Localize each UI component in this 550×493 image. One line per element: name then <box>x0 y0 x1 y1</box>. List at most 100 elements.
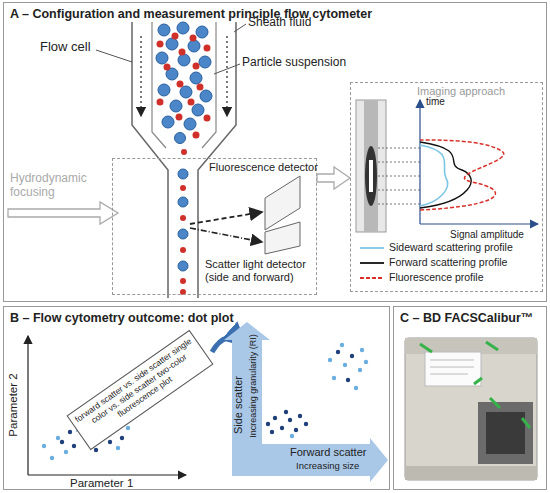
particle-red <box>157 41 164 48</box>
data-dot-light <box>50 456 54 460</box>
legend-line-sample <box>360 247 384 249</box>
axis-note: Increasing granularity (RI) <box>248 334 258 438</box>
particle-red <box>176 114 183 121</box>
particle-blue <box>158 84 170 96</box>
particle-red <box>180 247 186 253</box>
particle-blue <box>158 24 170 36</box>
projection-line <box>378 176 420 177</box>
particle-blue <box>180 86 192 98</box>
data-dot-dark <box>266 350 354 434</box>
detector-label: Fluorescence detector <box>209 161 318 174</box>
data-dot-dark <box>108 440 112 444</box>
scatter-axis-arrow <box>232 438 388 482</box>
particle-red <box>193 63 200 70</box>
data-dot-dark <box>294 428 298 432</box>
particle-blue <box>199 56 211 68</box>
data-dot-light <box>56 436 60 440</box>
data-dot-light <box>360 348 364 352</box>
box-heading: Imaging approach <box>417 85 505 98</box>
flow-cell-wall <box>132 22 236 298</box>
imaging-tube <box>356 100 386 232</box>
detector-plate <box>265 222 300 254</box>
part-label: Sheath fluid <box>248 16 311 30</box>
data-dot-light <box>116 446 120 450</box>
data-dot-dark <box>298 414 302 418</box>
data-dot-light <box>64 450 68 454</box>
particle-red <box>157 33 211 296</box>
legend-text: Fluorescence profile <box>389 271 484 283</box>
particle-red <box>164 64 171 71</box>
particle-blue <box>178 197 188 207</box>
data-dot-light <box>340 343 344 347</box>
leader-line <box>96 50 132 62</box>
instrument-photo <box>522 418 530 428</box>
data-dot-light <box>328 358 332 362</box>
panel: C – BD FACSCalibur™ <box>393 306 547 490</box>
projection-line <box>378 190 420 191</box>
instrument-photo <box>430 367 474 368</box>
instrument-photo <box>405 338 537 480</box>
data-dot-dark <box>72 444 76 448</box>
legend-line-sample <box>360 277 384 279</box>
instrument-photo <box>490 398 500 408</box>
particle-blue <box>156 52 168 64</box>
instrument-photo <box>425 352 481 386</box>
particle-blue <box>175 133 186 144</box>
particle-blue <box>178 169 188 179</box>
light-path-arrow <box>190 212 262 242</box>
legend-text: Sideward scattering profile <box>389 241 513 253</box>
data-dot-light <box>343 363 347 367</box>
scatter-axis-arrow <box>224 322 388 482</box>
particle-red <box>181 149 187 155</box>
axis-label: Side scatter <box>232 376 245 434</box>
data-dot-dark <box>273 416 277 420</box>
particle-blue <box>166 38 178 50</box>
particle-blue <box>178 261 188 271</box>
particle-red <box>204 115 211 122</box>
plot-type-box: forward scatter vs. side scatter single … <box>67 330 214 450</box>
particle-red <box>193 132 200 139</box>
data-dot-light <box>126 426 130 430</box>
signal-axis <box>420 223 538 224</box>
panel-title: B – Flow cytometry outcome: dot plot <box>10 311 234 325</box>
legend-line-sample <box>360 258 384 268</box>
data-dot-light <box>290 434 294 438</box>
imaging-tube <box>369 160 373 192</box>
data-dot-dark <box>288 418 292 422</box>
data-dot-light <box>358 368 362 372</box>
particle-red <box>179 49 186 56</box>
signal-profile <box>420 142 471 208</box>
particle-red <box>157 99 164 106</box>
data-dot-light <box>354 386 358 390</box>
axis-label: Signal amplitude <box>450 229 524 241</box>
sheath-flow-arrow <box>140 36 141 116</box>
panel-title: A – Configuration and measurement princi… <box>10 7 372 21</box>
hollow-arrow <box>317 167 350 189</box>
leader-line <box>234 24 246 32</box>
data-dot-dark <box>350 354 354 358</box>
legend-line-sample <box>360 273 384 283</box>
particle-blue <box>190 72 202 84</box>
axis-note: Increasing size <box>296 461 359 472</box>
instrument-photo <box>486 342 498 350</box>
particle-blue <box>178 54 190 66</box>
part-label: Particle suspension <box>242 56 346 70</box>
legend-line-sample <box>360 262 384 264</box>
focusing-arrow <box>8 202 118 224</box>
particle-blue <box>192 104 204 116</box>
data-dot-dark <box>280 426 284 430</box>
projection-line <box>378 204 420 205</box>
particle-blue <box>178 229 188 239</box>
signal-profile <box>420 140 504 210</box>
sheath-flow-arrow <box>226 36 227 116</box>
particle-blue <box>170 100 182 112</box>
instrument-photo <box>486 412 525 454</box>
light-path-arrow <box>190 228 262 242</box>
process-label: Hydrodynamic focusing <box>10 172 102 200</box>
panel-title: C – BD FACSCalibur™ <box>400 311 533 325</box>
detector-plate <box>265 176 300 230</box>
signal-axis <box>420 100 538 224</box>
